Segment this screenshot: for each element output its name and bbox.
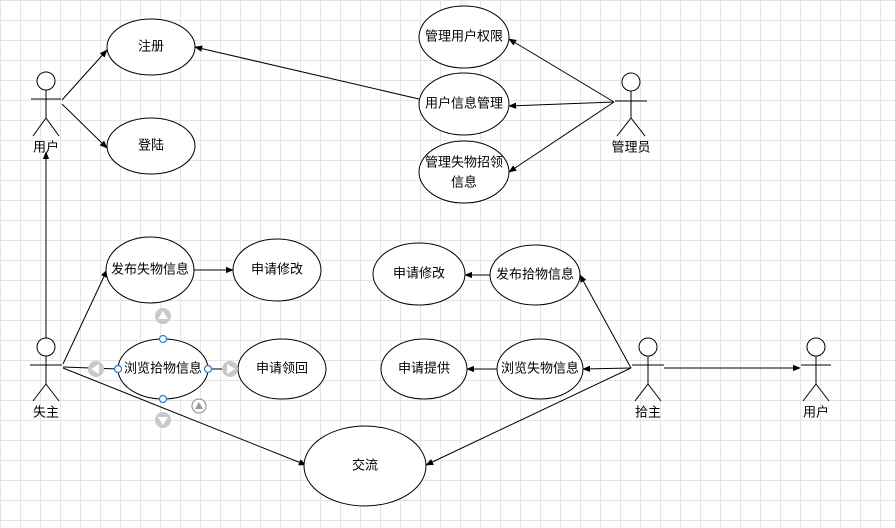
edge-finder-browse-lost[interactable] [582,365,632,373]
use-case-request-claim[interactable]: 申请领回 [237,338,327,400]
resize-handle-top[interactable] [158,334,168,344]
use-case-request-provide[interactable]: 申请提供 [380,338,468,400]
use-case-manage-user-info[interactable]: 用户信息管理 [418,72,510,136]
use-case-request-modify-right-label: 申请修改 [393,267,445,282]
use-case-manage-user-info-label: 用户信息管理 [425,96,503,112]
edge-owner-communicate[interactable] [62,367,307,466]
edge-admin-usermgmt[interactable] [508,101,615,109]
use-case-register-label: 注册 [138,40,164,55]
actor-user-left[interactable]: 用户 [31,71,61,156]
connection-hints [88,308,238,428]
resize-handle-left[interactable] [113,364,123,374]
edges [42,38,801,466]
use-case-manage-lost-found-label-2: 信息 [451,175,477,191]
actor-user-left-label: 用户 [33,140,59,156]
actor-owner[interactable]: 失主 [30,337,62,421]
edge-admin-permissions[interactable] [508,38,615,103]
use-case-browse-found[interactable]: 浏览拾物信息 [117,338,209,400]
use-case-publish-found-label: 发布拾物信息 [496,267,574,283]
use-case-communicate-label: 交流 [352,458,378,474]
use-case-manage-lost-found-label-1: 管理失物招领 [425,156,503,171]
edge-admin-lostfound[interactable] [508,101,615,173]
resize-handle-right[interactable] [203,364,213,374]
edge-finder-communicate[interactable] [425,367,632,466]
actor-finder-label: 拾主 [635,406,661,421]
hint-left-icon[interactable] [88,361,104,377]
use-case-request-modify-left[interactable]: 申请修改 [232,238,322,302]
selection-handles [113,334,213,404]
rotate-handle-icon[interactable] [191,398,207,414]
use-case-communicate[interactable]: 交流 [303,425,427,507]
use-case-request-provide-label: 申请提供 [398,361,450,377]
use-case-request-modify-right[interactable]: 申请修改 [372,242,466,306]
use-case-manage-permissions-label: 管理用户权限 [425,29,503,45]
actor-user-right[interactable]: 用户 [801,337,831,421]
actor-admin[interactable]: 管理员 [611,72,651,156]
use-case-request-modify-left-label: 申请修改 [251,263,303,278]
edge-user-register[interactable] [61,49,108,101]
use-case-login-label: 登陆 [138,138,164,154]
hint-down-icon[interactable] [155,412,171,428]
use-case-browse-lost-label: 浏览失物信息 [501,361,579,377]
use-case-request-claim-label: 申请领回 [256,362,308,377]
resize-handle-bottom[interactable] [158,394,168,404]
use-case-publish-found[interactable]: 发布拾物信息 [489,244,581,306]
use-case-manage-permissions[interactable]: 管理用户权限 [418,5,510,69]
use-case-login[interactable]: 登陆 [106,117,196,175]
edge-user-login[interactable] [61,103,108,149]
use-case-register[interactable]: 注册 [106,18,196,76]
use-case-publish-lost-label: 发布失物信息 [111,262,189,278]
use-case-browse-lost[interactable]: 浏览失物信息 [496,338,584,400]
use-case-browse-found-label: 浏览拾物信息 [124,361,202,377]
use-case-manage-lost-found[interactable]: 管理失物招领 信息 [418,140,510,204]
edge-usermgmt-register[interactable] [194,45,420,100]
hint-right-icon[interactable] [222,361,238,377]
actor-finder[interactable]: 拾主 [632,337,664,421]
actor-admin-label: 管理员 [611,141,650,156]
use-case-publish-lost[interactable]: 发布失物信息 [105,236,195,304]
actor-owner-label: 失主 [33,406,59,421]
actor-user-right-label: 用户 [803,405,829,421]
edge-finder-publish-found[interactable] [579,274,632,369]
edge-owner-publish-lost[interactable] [62,269,108,365]
hint-up-icon[interactable] [155,308,171,324]
